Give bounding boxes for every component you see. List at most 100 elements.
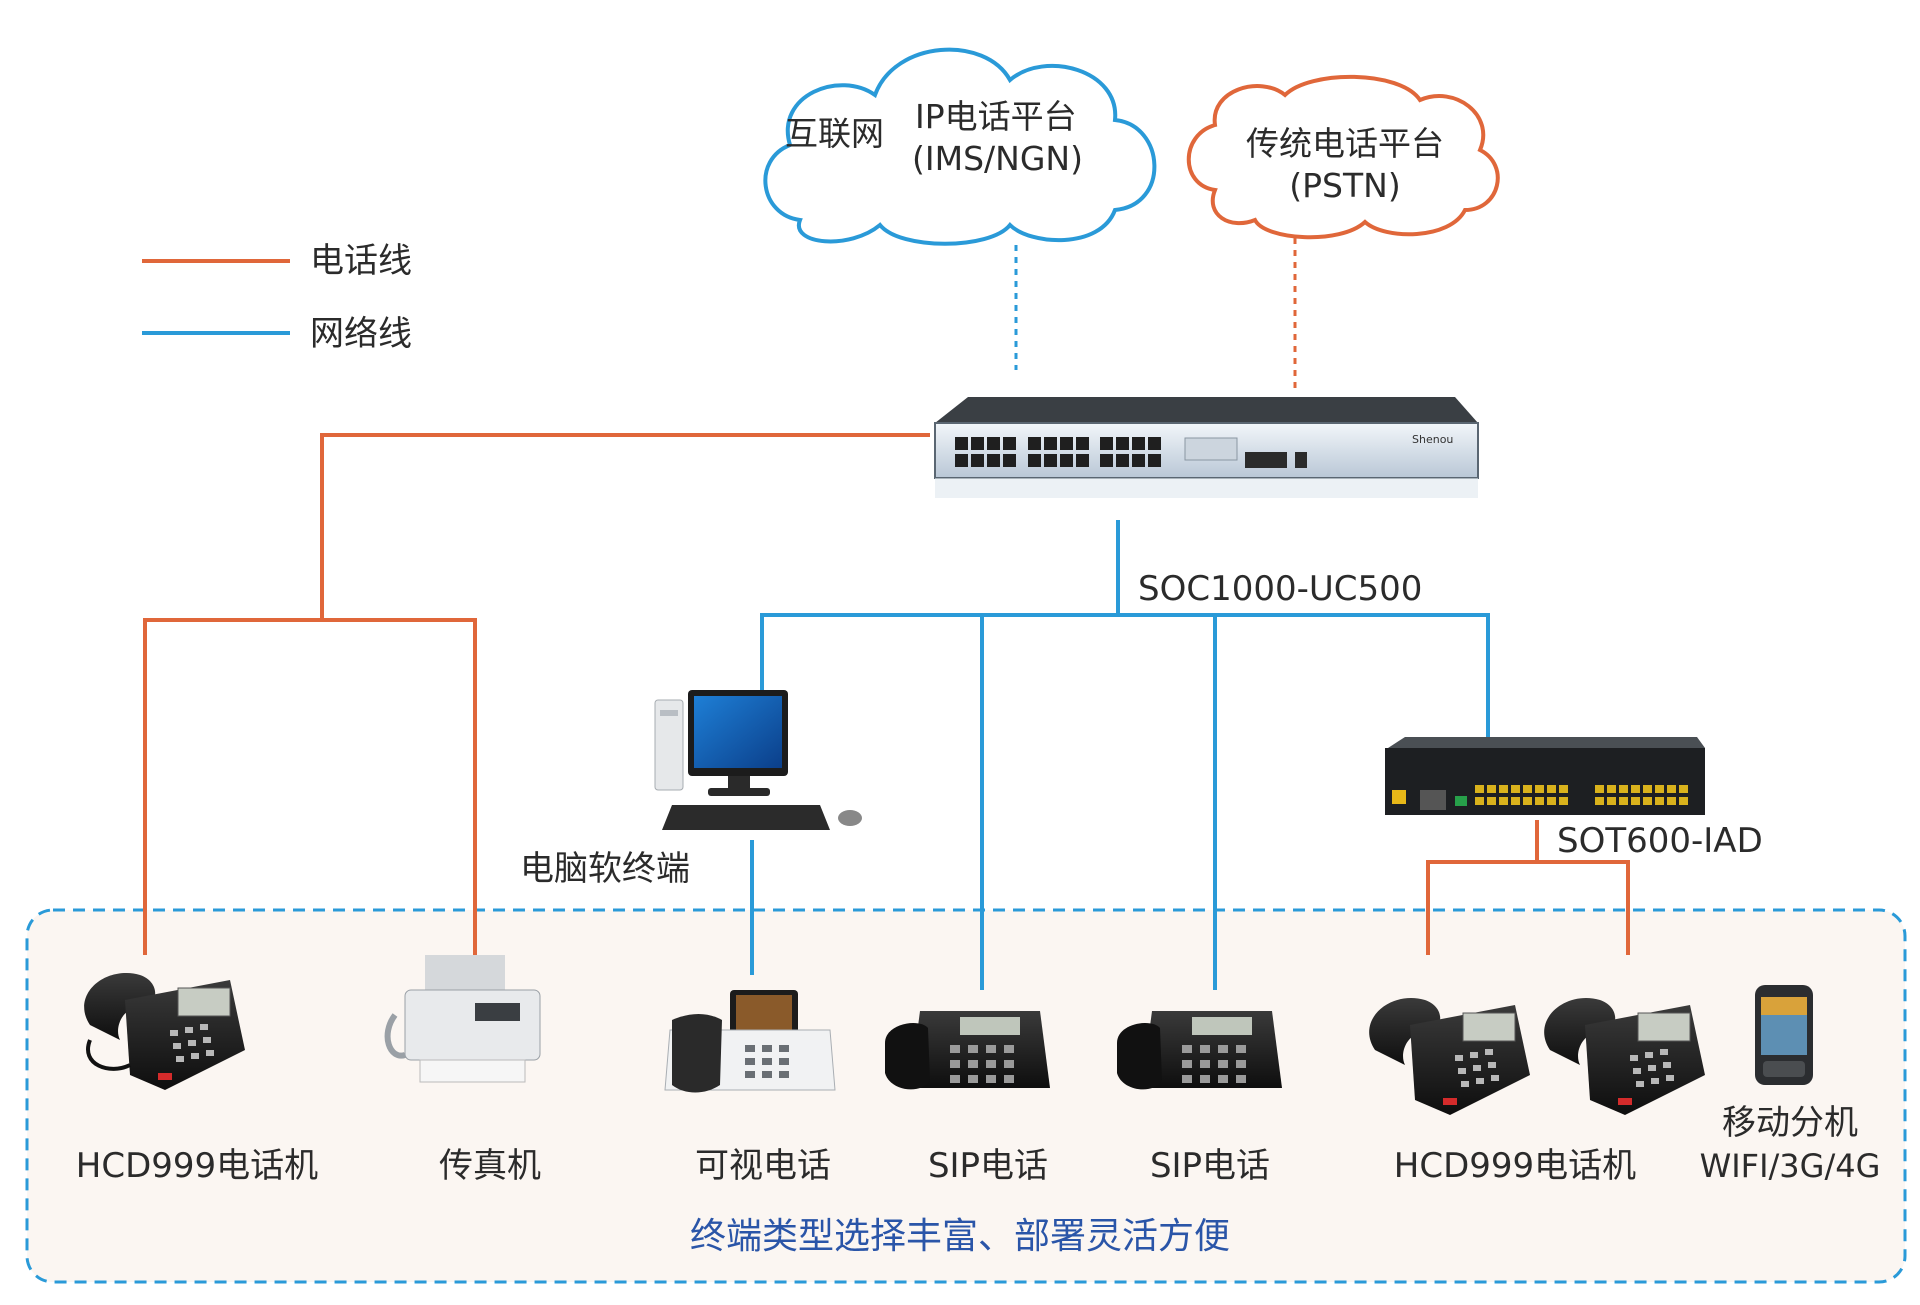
terminal-label-7: 移动分机: [1722, 1103, 1858, 1143]
pc-soft-terminal-label: 电脑软终端: [520, 849, 690, 889]
iad-port: [1643, 797, 1652, 805]
iad-port: [1631, 785, 1640, 793]
terminal-sip-phone-2: [1117, 1011, 1282, 1090]
switch-port: [1100, 437, 1113, 450]
switch-port: [1028, 437, 1041, 450]
iad-port: [1523, 785, 1532, 793]
terminal-label-5: SIP电话: [1150, 1146, 1270, 1186]
switch-port: [1100, 454, 1113, 467]
iad-port: [1487, 797, 1496, 805]
switch-port: [1116, 454, 1129, 467]
switch-ports: [955, 437, 1161, 467]
network-line-tree: [750, 520, 1490, 990]
terminal-label-4: SIP电话: [928, 1146, 1048, 1186]
iad-port: [1499, 785, 1508, 793]
terminal-label-7b: WIFI/3G/4G: [1700, 1147, 1881, 1185]
terminal-desk-phone-right-2: [1544, 998, 1705, 1115]
switch-port: [1060, 454, 1073, 467]
terminal-fax: [384, 955, 541, 1083]
phone-line-tree-left: [143, 433, 930, 955]
switch-port: [1028, 454, 1041, 467]
iad-port: [1655, 797, 1664, 805]
iad-device: [1385, 737, 1705, 815]
terminal-label-2: 传真机: [439, 1146, 541, 1186]
iad-port: [1619, 797, 1628, 805]
switch-port: [1044, 437, 1057, 450]
internet-cloud-line3: (IMS/NGN): [912, 139, 1083, 178]
iad-ports: [1475, 785, 1688, 805]
iad-port: [1547, 785, 1556, 793]
switch-port: [971, 454, 984, 467]
switch-port: [955, 454, 968, 467]
mobile-phone-icon: [1755, 985, 1813, 1085]
iad-port: [1655, 785, 1664, 793]
iad-port: [1595, 785, 1604, 793]
legend-network-line-label: 网络线: [310, 314, 412, 354]
switch-port: [987, 437, 1000, 450]
switch-port: [1003, 454, 1016, 467]
phone-line-tree-iad: [1426, 820, 1630, 955]
footer-caption: 终端类型选择丰富、部署灵活方便: [690, 1216, 1230, 1257]
desk-phone-icon: [1544, 998, 1705, 1115]
internet-cloud: 互联网 IP电话平台 (IMS/NGN): [763, 47, 1157, 246]
terminal-video-phone: [664, 990, 836, 1093]
switch-port: [1060, 437, 1073, 450]
iad-port: [1667, 785, 1676, 793]
iad-port: [1523, 797, 1532, 805]
iad-port: [1643, 785, 1652, 793]
internet-cloud-line2: IP电话平台: [915, 97, 1077, 136]
pstn-cloud-line2: (PSTN): [1289, 166, 1400, 205]
main-switch-model: SOC1000-UC500: [1138, 569, 1422, 609]
iad-port: [1607, 785, 1616, 793]
sip-phone-icon: [1117, 1011, 1282, 1090]
terminal-label-3: 可视电话: [695, 1146, 831, 1186]
switch-port: [1076, 437, 1089, 450]
iad-port: [1559, 785, 1568, 793]
iad-port: [1595, 797, 1604, 805]
iad-port: [1511, 785, 1520, 793]
switch-port: [955, 437, 968, 450]
main-switch-device: Shenou: [934, 397, 1479, 498]
switch-port: [971, 437, 984, 450]
switch-port: [987, 454, 1000, 467]
terminal-sip-phone-1: [885, 1011, 1050, 1090]
sip-phone-icon: [885, 1011, 1050, 1090]
iad-port: [1547, 797, 1556, 805]
legend-phone-line-label: 电话线: [310, 241, 412, 281]
iad-port: [1487, 785, 1496, 793]
iad-port: [1475, 785, 1484, 793]
switch-port: [1076, 454, 1089, 467]
switch-port: [1044, 454, 1057, 467]
iad-port: [1607, 797, 1616, 805]
pc-soft-terminal: [654, 690, 862, 830]
iad-port: [1499, 797, 1508, 805]
desk-phone-icon: [1369, 998, 1530, 1115]
switch-port: [1148, 437, 1161, 450]
pstn-cloud: 传统电话平台 (PSTN): [1186, 74, 1500, 240]
terminal-label-6: HCD999电话机: [1394, 1146, 1636, 1186]
iad-port: [1511, 797, 1520, 805]
terminal-mobile: [1755, 985, 1813, 1085]
iad-port: [1475, 797, 1484, 805]
pstn-cloud-line1: 传统电话平台: [1246, 124, 1444, 163]
switch-port: [1148, 454, 1161, 467]
legend: 电话线 网络线: [142, 241, 412, 354]
switch-port: [1003, 437, 1016, 450]
internet-cloud-line1: 互联网: [785, 114, 884, 153]
fax-icon: [384, 955, 541, 1083]
iad-port: [1535, 797, 1544, 805]
desk-phone-icon: [84, 973, 245, 1090]
video-phone-icon: [664, 990, 836, 1093]
iad-port: [1679, 785, 1688, 793]
iad-port: [1631, 797, 1640, 805]
switch-port: [1132, 437, 1145, 450]
iad-model: SOT600-IAD: [1557, 821, 1763, 861]
switch-brand: Shenou: [1412, 433, 1453, 446]
terminal-desk-phone-right-1: [1369, 998, 1530, 1115]
iad-port: [1679, 797, 1688, 805]
switch-port: [1116, 437, 1129, 450]
terminal-label-1: HCD999电话机: [76, 1146, 318, 1186]
iad-port: [1559, 797, 1568, 805]
iad-port: [1619, 785, 1628, 793]
